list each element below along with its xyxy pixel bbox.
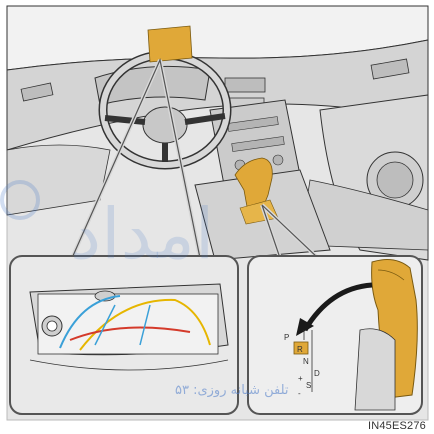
gear-label-minus: -: [298, 389, 301, 398]
watermark-small: تلفن شبانه روزی: ۵۳: [175, 383, 289, 398]
display-highlight: [148, 26, 192, 62]
gear-label-n: N: [303, 357, 309, 366]
watermark-large: امداد: [70, 193, 214, 275]
gear-label-d: D: [314, 369, 320, 378]
gear-label-s: S: [306, 381, 311, 390]
gear-label-p: P: [284, 333, 289, 342]
gear-label-r: R: [297, 345, 303, 354]
camera-screen: [38, 294, 218, 354]
diagram-code: IN45ES276: [368, 420, 426, 432]
gear-label-plus: +: [298, 374, 303, 383]
